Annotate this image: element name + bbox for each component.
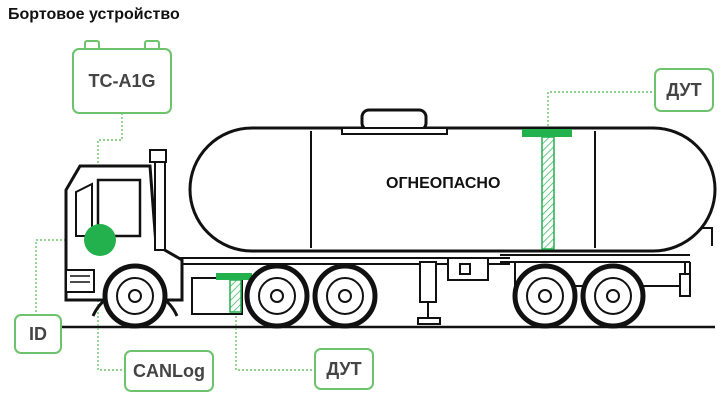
connector-fuel-bottom (235, 312, 315, 371)
connector-fuel-top (547, 91, 655, 130)
tank-warning-label: ОГНЕОПАСНО (386, 175, 501, 192)
wheel (91, 263, 179, 329)
id-reader-marker (84, 224, 116, 256)
fuel-sensor-top-probe (522, 129, 572, 250)
fuel-sensor-top-box: ДУТ (654, 68, 714, 112)
terminal-device: ТС-А1G (72, 40, 172, 114)
canlog-box: CANLog (124, 350, 214, 392)
wheel (312, 263, 378, 329)
wheel (580, 263, 646, 329)
terminal-box: ТС-А1G (72, 48, 172, 114)
wheel (244, 263, 310, 329)
page-title: Бортовое устройство (8, 6, 180, 23)
fuel-sensor-bottom-box: ДУТ (314, 348, 374, 390)
id-reader-box: ID (14, 314, 62, 354)
connector-canlog (97, 240, 125, 371)
wheels (91, 263, 646, 329)
terminal-tab-left (84, 40, 100, 50)
fuel-sensor-bottom-probe (216, 273, 252, 313)
wheel (512, 263, 578, 329)
terminal-tab-right (144, 40, 160, 50)
tank (188, 108, 717, 253)
